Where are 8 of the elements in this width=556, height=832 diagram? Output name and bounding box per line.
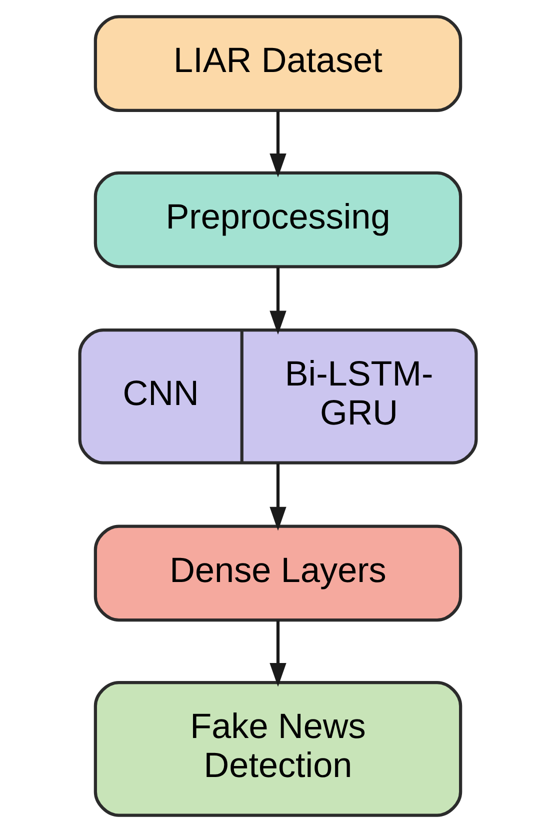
node-box: Dense Layers — [94, 524, 462, 622]
arrow — [270, 111, 286, 178]
node-box: Preprocessing — [94, 171, 462, 268]
node-box: Fake News Detection — [94, 680, 462, 817]
arrow — [270, 267, 286, 335]
node-box: LIAR Dataset — [94, 15, 462, 112]
arrow — [270, 620, 286, 687]
arrow — [270, 463, 286, 531]
